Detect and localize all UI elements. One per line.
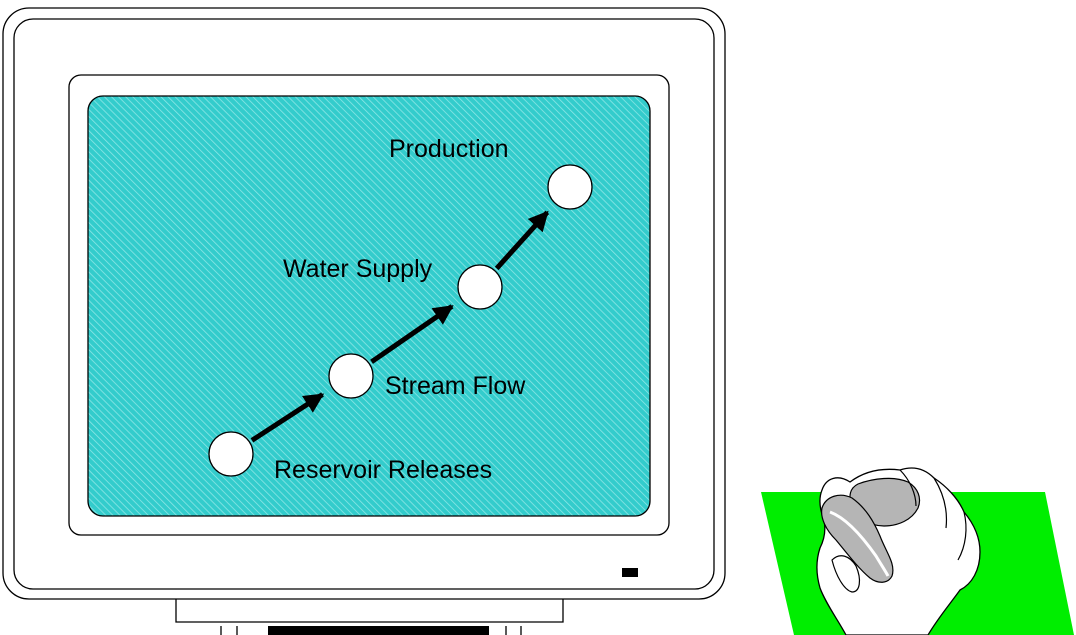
- screen: [87, 95, 651, 517]
- node-production: [547, 164, 593, 210]
- power-indicator: [622, 568, 638, 577]
- node-label-water-supply: Water Supply: [283, 255, 433, 283]
- diagram-edges: [250, 210, 550, 443]
- flow-diagram: Reservoir Releases Stream Flow Water Suppl…: [208, 135, 593, 484]
- node-label-stream-flow: Stream Flow: [385, 372, 526, 400]
- finger-highlight: [829, 510, 890, 577]
- crt-monitor-icon: [2, 7, 726, 635]
- node-label-production: Production: [389, 135, 509, 163]
- diagram-nodes: Reservoir Releases Stream Flow Water Suppl…: [208, 135, 593, 484]
- node-stream-flow: [328, 353, 374, 399]
- edge-arrow-stream-flow-to-water-supply: [370, 304, 454, 364]
- thumb: [831, 555, 861, 593]
- node-reservoir-releases: [208, 431, 254, 477]
- monitor-stand: [175, 598, 564, 635]
- edge-arrow-reservoir-releases-to-stream-flow: [250, 392, 325, 443]
- edge-arrow-water-supply-to-production: [494, 210, 550, 271]
- hand-on-mouse-icon: [761, 467, 1074, 635]
- node-water-supply: [457, 264, 503, 310]
- node-label-reservoir-releases: Reservoir Releases: [274, 456, 492, 484]
